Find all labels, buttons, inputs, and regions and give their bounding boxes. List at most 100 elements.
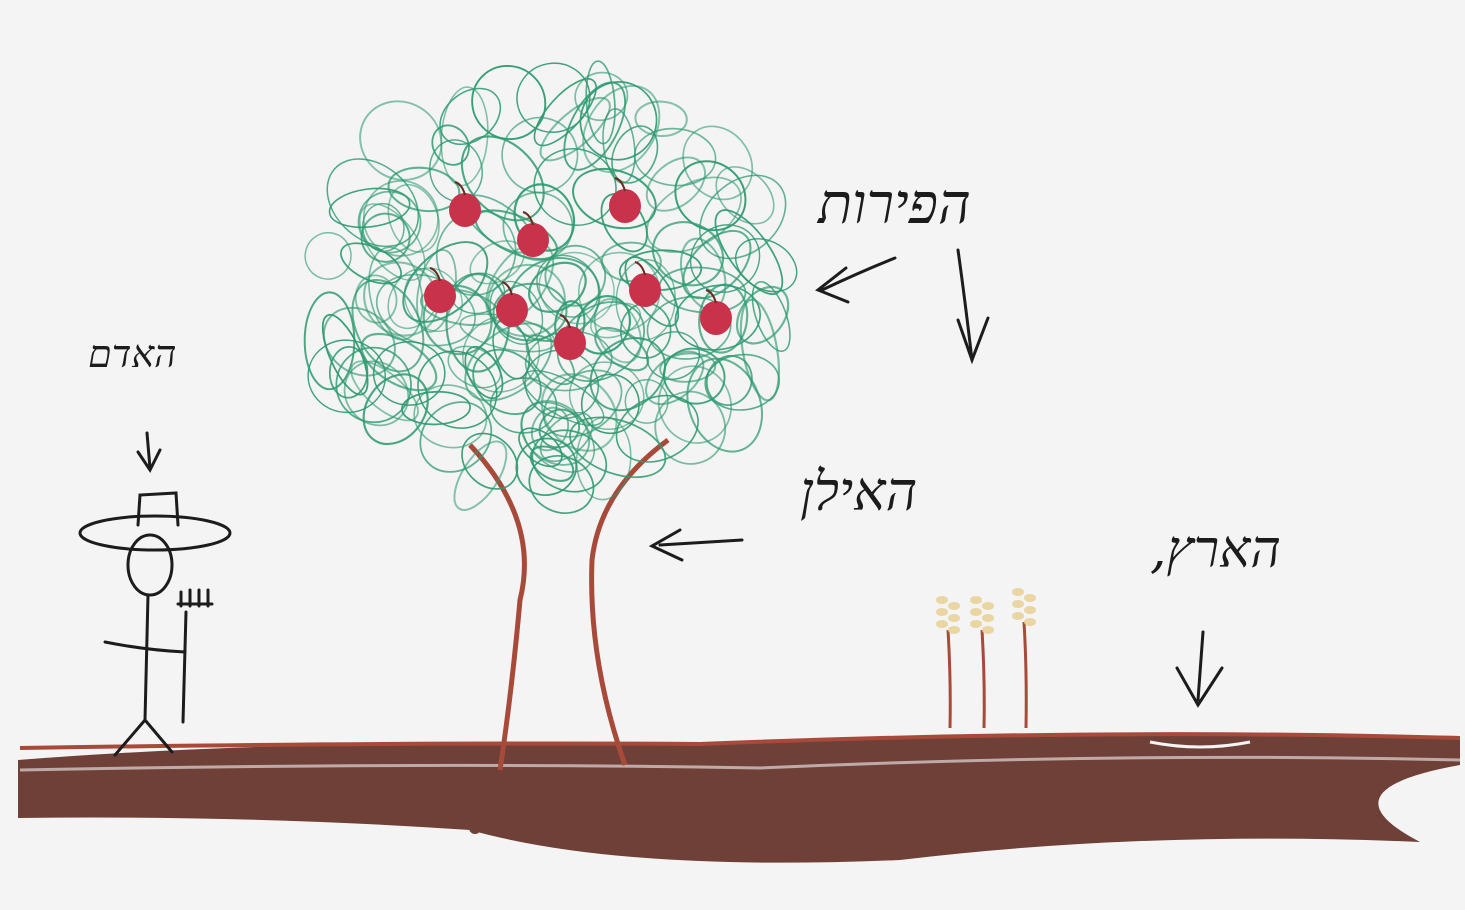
wheat-stalk-icon	[970, 596, 994, 729]
foliage-stroke	[529, 445, 575, 482]
foliage-stroke	[413, 384, 488, 449]
foliage-stroke	[698, 174, 787, 260]
foliage-stroke	[464, 322, 553, 402]
foliage-stroke	[471, 65, 547, 140]
label-tree: האילן	[800, 460, 918, 523]
foliage-stroke	[645, 156, 706, 212]
foliage-stroke	[590, 302, 642, 339]
foliage-stroke	[326, 158, 420, 248]
foliage-stroke	[335, 346, 412, 424]
foliage-stroke	[361, 202, 405, 252]
foliage-stroke	[501, 116, 579, 194]
foliage-stroke	[686, 357, 763, 453]
foliage-stroke	[368, 246, 424, 341]
foliage-stroke	[689, 224, 761, 294]
foliage-stroke	[516, 62, 591, 133]
pitchfork-icon	[176, 588, 214, 724]
foliage-stroke	[362, 180, 439, 257]
foliage-stroke	[556, 301, 646, 383]
foliage-stroke	[594, 326, 650, 372]
foliage-stroke	[419, 401, 493, 473]
foliage-stroke	[572, 167, 657, 230]
foliage-stroke	[600, 241, 662, 283]
arrow-down-icon	[956, 248, 990, 365]
apple-icon	[700, 289, 732, 335]
foliage-stroke	[542, 369, 623, 438]
foliage-stroke	[585, 60, 616, 145]
apple-icon	[629, 261, 661, 307]
apple-icon	[609, 177, 641, 223]
foliage-stroke	[533, 78, 597, 147]
soil-layer	[18, 732, 1461, 863]
apple-icon	[517, 211, 549, 257]
foliage-stroke	[462, 315, 541, 393]
foliage-stroke	[354, 274, 398, 324]
tree-foliage	[303, 60, 798, 514]
apple-icon	[496, 281, 528, 327]
arrow-down-icon	[1175, 630, 1224, 708]
foliage-stroke	[360, 212, 411, 263]
foliage-stroke	[674, 160, 747, 232]
foliage-stroke	[402, 241, 489, 323]
label-land: הארץ,	[1150, 520, 1281, 580]
foliage-stroke	[513, 183, 576, 252]
foliage-stroke	[589, 336, 667, 412]
foliage-stroke	[539, 96, 611, 162]
foliage-stroke	[735, 285, 790, 345]
wheat-crop	[936, 588, 1036, 729]
foliage-stroke	[704, 353, 780, 411]
stick-figure-farmer-icon	[78, 491, 232, 757]
foliage-stroke	[447, 345, 502, 389]
foliage-stroke	[582, 84, 661, 173]
foliage-stroke	[735, 238, 798, 293]
foliage-stroke	[487, 263, 566, 338]
foliage-stroke	[520, 400, 591, 466]
foliage-stroke	[360, 332, 438, 392]
foliage-stroke	[611, 125, 659, 184]
label-person: האדם	[88, 332, 177, 376]
foliage-stroke	[372, 340, 446, 406]
foliage-stroke	[453, 440, 508, 511]
foliage-stroke	[600, 193, 648, 253]
foliage-stroke	[682, 229, 752, 300]
foliage-stroke	[417, 350, 498, 429]
foliage-stroke	[657, 365, 732, 444]
arrow-left-icon	[815, 256, 897, 304]
foliage-stroke	[343, 360, 410, 427]
foliage-stroke	[714, 209, 784, 295]
foliage-stroke	[304, 231, 352, 280]
foliage-stroke	[579, 81, 658, 161]
arrow-left-icon	[648, 528, 744, 562]
tree-trunk	[468, 437, 670, 771]
foliage-stroke	[705, 355, 753, 406]
foliage-stroke	[715, 166, 775, 225]
foliage-stroke	[328, 346, 369, 399]
foliage-stroke	[654, 390, 727, 465]
foliage-stroke	[492, 282, 568, 342]
foliage-stroke	[359, 100, 443, 181]
wheat-stalk-icon	[936, 596, 960, 729]
foliage-stroke	[350, 360, 419, 422]
label-fruits: הפירות	[818, 172, 971, 237]
foliage-stroke	[363, 261, 440, 337]
fruit-cluster	[424, 177, 732, 360]
wheat-stalk-icon	[1012, 588, 1036, 729]
foliage-stroke	[461, 432, 519, 490]
foliage-stroke	[536, 254, 600, 318]
foliage-stroke	[618, 249, 703, 291]
apple-icon	[554, 314, 586, 360]
apple-icon	[449, 181, 481, 227]
arrow-down-icon	[136, 431, 162, 473]
foliage-stroke	[751, 281, 791, 352]
foliage-stroke	[328, 187, 411, 229]
foliage-stroke	[651, 221, 725, 287]
foliage-stroke	[634, 100, 688, 138]
foliage-stroke	[563, 81, 627, 171]
foliage-stroke	[538, 408, 581, 449]
foliage-stroke	[528, 455, 595, 514]
foliage-stroke	[646, 176, 742, 253]
foliage-stroke	[569, 416, 667, 479]
foliage-stroke	[439, 87, 502, 146]
